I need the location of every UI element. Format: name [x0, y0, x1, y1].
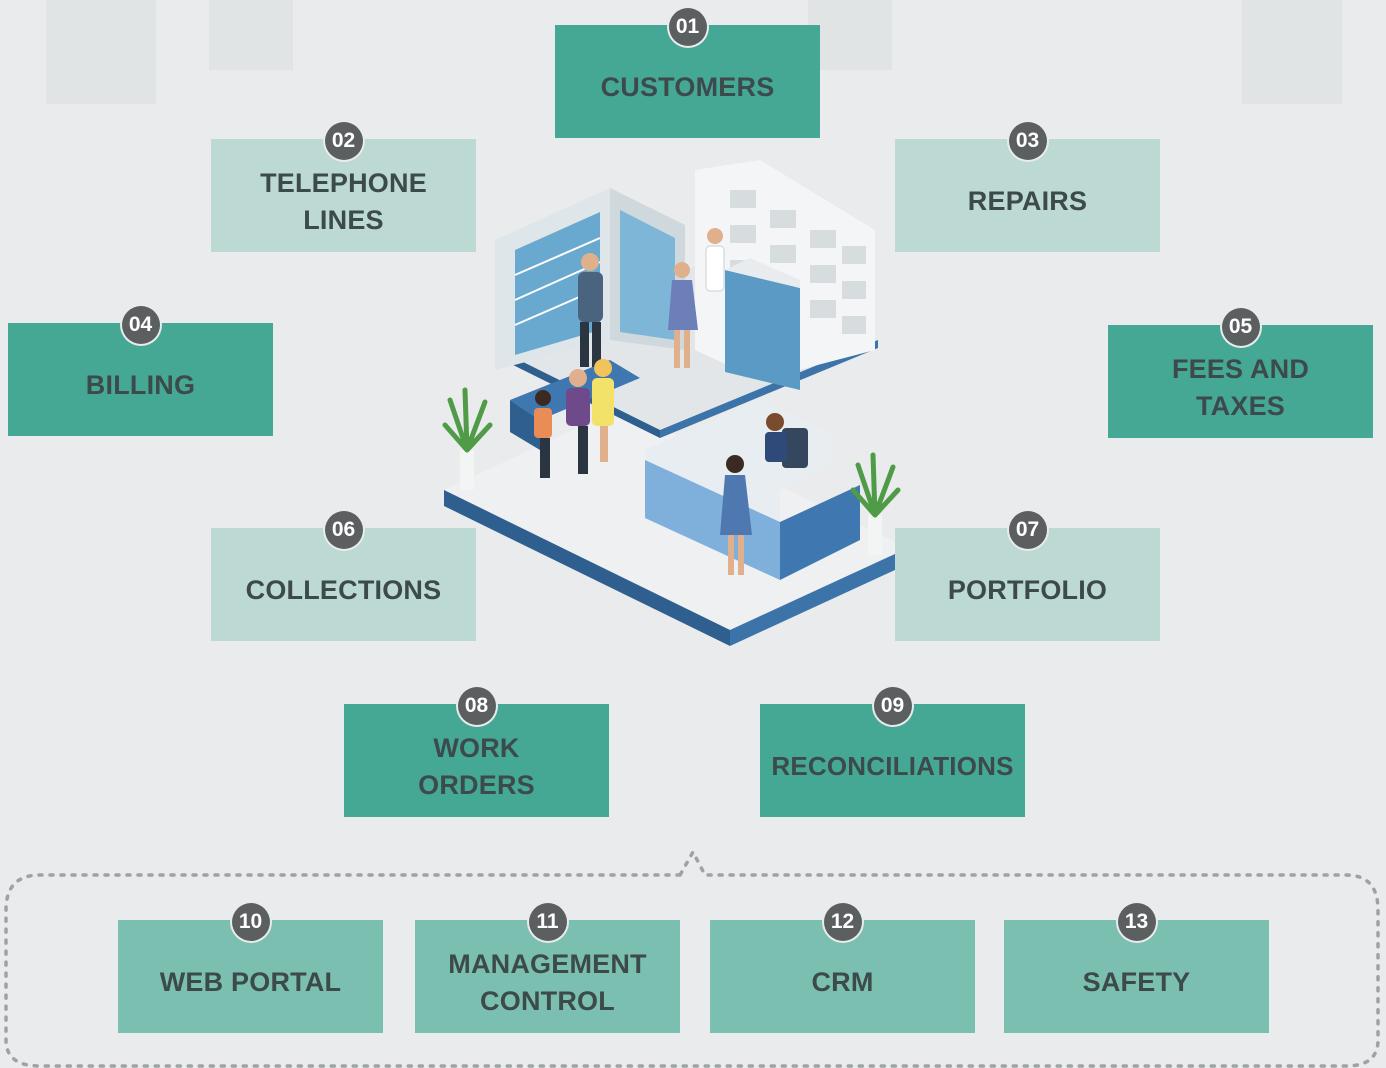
- module-number-badge: 04: [121, 306, 160, 344]
- module-telephone-lines[interactable]: 02 TELEPHONE LINES: [211, 122, 476, 252]
- module-number-badge: 02: [324, 122, 363, 160]
- module-number-badge: 09: [873, 687, 912, 725]
- pharmacy-office-illustration: [442, 160, 908, 646]
- module-label: FEES AND TAXES: [1171, 353, 1310, 421]
- module-label: RECONCILIATIONS: [771, 751, 1014, 781]
- module-portfolio[interactable]: 07 PORTFOLIO: [895, 511, 1160, 641]
- module-number-badge: 07: [1008, 511, 1047, 549]
- receptionist-icon: [765, 413, 808, 468]
- module-number-badge: 10: [231, 903, 270, 941]
- background-tile: [209, 0, 293, 70]
- plant-icon: [850, 452, 901, 555]
- module-number-badge: 05: [1221, 308, 1260, 346]
- module-label: WORK ORDERS: [418, 732, 535, 800]
- module-management-control[interactable]: 11 MANAGEMENT CONTROL: [415, 903, 680, 1033]
- plant-icon: [442, 387, 493, 490]
- module-number-badge: 11: [528, 903, 567, 941]
- person-icon: [668, 262, 698, 368]
- module-label: REPAIRS: [967, 186, 1088, 216]
- module-number-badge: 06: [324, 511, 363, 549]
- module-label: SAFETY: [1082, 967, 1191, 997]
- background-tile: [808, 0, 892, 70]
- pharmacist-icon: [705, 228, 725, 292]
- module-customers[interactable]: 01 CUSTOMERS: [555, 8, 820, 138]
- module-number-badge: 01: [668, 8, 707, 46]
- background-tile: [46, 0, 156, 104]
- person-icon: [578, 253, 603, 367]
- person-icon: [720, 455, 752, 575]
- module-label: PORTFOLIO: [947, 575, 1108, 605]
- person-icon: [566, 369, 590, 474]
- module-label: CRM: [811, 967, 874, 997]
- module-label: COLLECTIONS: [245, 575, 442, 605]
- module-reconciliations[interactable]: 09 RECONCILIATIONS: [760, 687, 1025, 817]
- module-work-orders[interactable]: 08 WORK ORDERS: [344, 687, 609, 817]
- module-safety[interactable]: 13 SAFETY: [1004, 903, 1269, 1033]
- module-label: BILLING: [85, 370, 196, 400]
- module-label: MANAGEMENT CONTROL: [448, 948, 647, 1016]
- person-icon: [592, 359, 614, 462]
- background-tile: [1242, 0, 1342, 104]
- module-fees-and-taxes[interactable]: 05 FEES AND TAXES: [1108, 308, 1373, 438]
- module-number-badge: 12: [823, 903, 862, 941]
- module-collections[interactable]: 06 COLLECTIONS: [211, 511, 476, 641]
- module-crm[interactable]: 12 CRM: [710, 903, 975, 1033]
- module-repairs[interactable]: 03 REPAIRS: [895, 122, 1160, 252]
- module-label: CUSTOMERS: [600, 72, 775, 102]
- module-billing[interactable]: 04 BILLING: [8, 306, 273, 436]
- module-web-portal[interactable]: 10 WEB PORTAL: [118, 903, 383, 1033]
- module-number-badge: 08: [457, 687, 496, 725]
- module-label: TELEPHONE LINES: [260, 167, 427, 235]
- module-number-badge: 13: [1117, 903, 1156, 941]
- person-icon: [534, 390, 552, 478]
- module-label: WEB PORTAL: [159, 967, 342, 997]
- module-number-badge: 03: [1008, 122, 1047, 160]
